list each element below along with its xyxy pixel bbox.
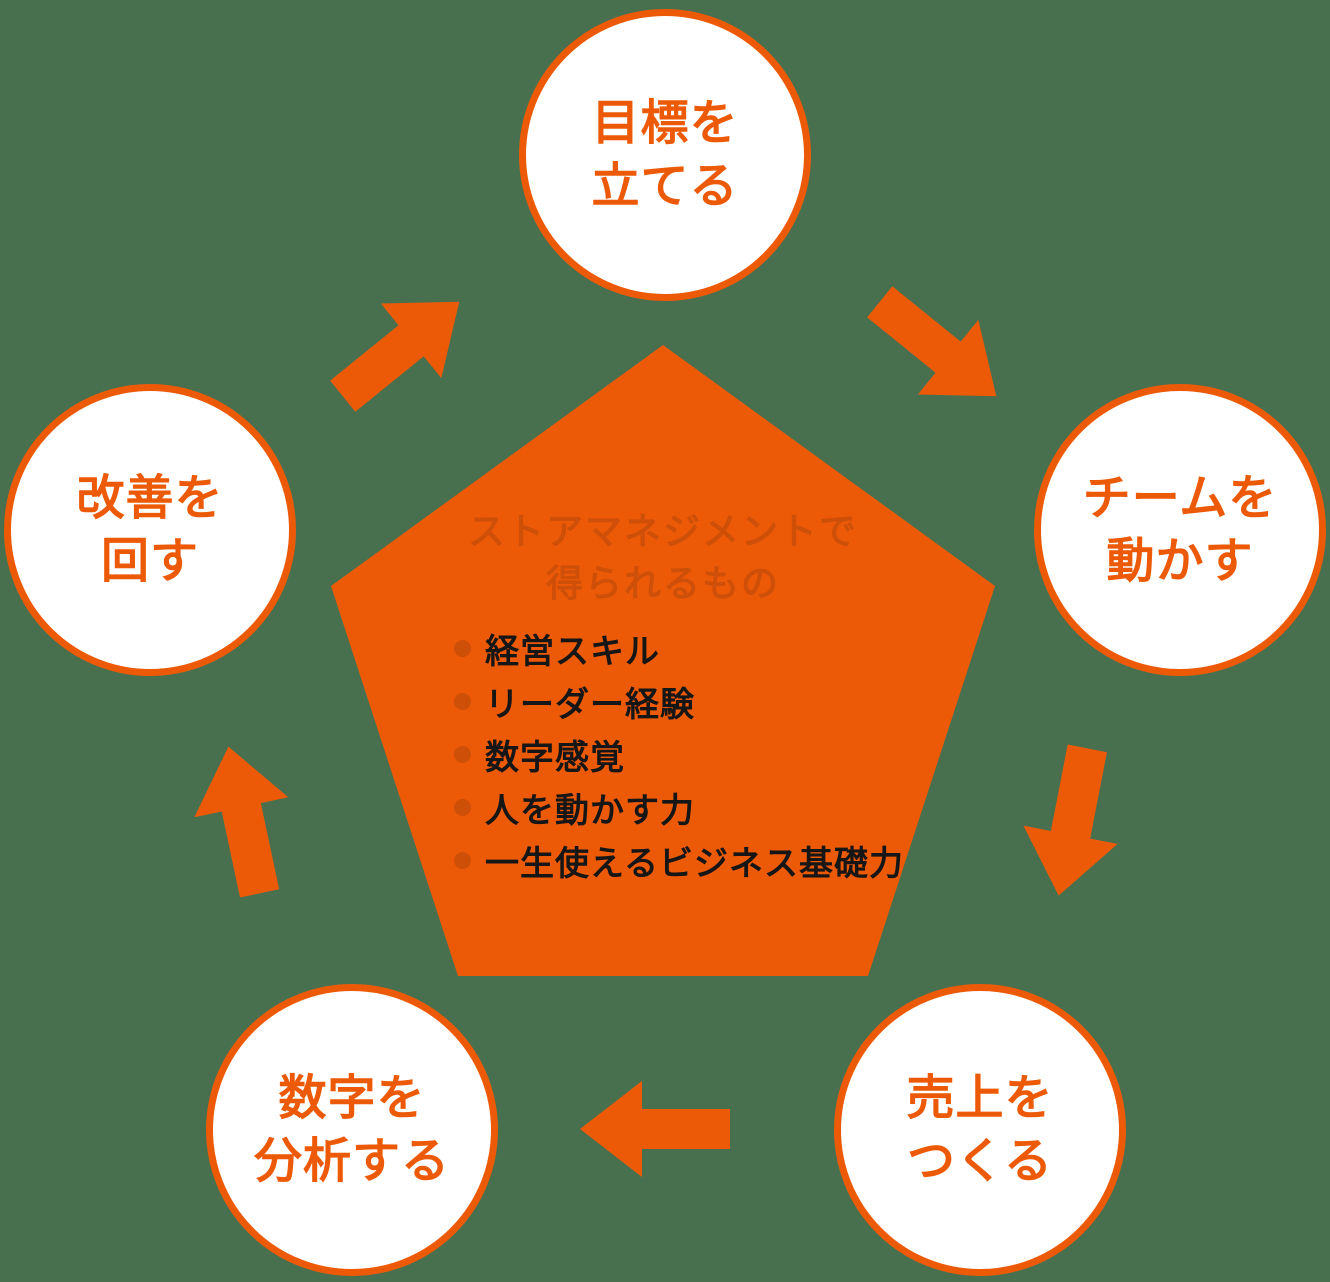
bullet-icon [454, 852, 471, 869]
step-label: 改善を回す [76, 467, 223, 593]
bullet-icon [454, 799, 471, 816]
step-label-line1: 目標を [591, 97, 739, 150]
arrow-right-to-bottom-right-icon [1011, 739, 1135, 905]
pentagon-title-line2: 得られるもの [546, 563, 780, 604]
bullet-icon [454, 693, 471, 710]
step-label: 売上をつくる [906, 1067, 1053, 1193]
step-label-line2: つくる [906, 1135, 1054, 1188]
benefit-item: 一生使えるビジネス基礎力 [454, 834, 904, 887]
arrow-bottom-left-to-left-icon [181, 736, 307, 904]
pentagon-title: ストアマネジメントで 得られるもの [313, 506, 1013, 610]
step-circle-set-goals: 目標を立てる [519, 9, 811, 301]
step-label-line1: 改善を [76, 472, 224, 525]
arrow-bottom-right-to-bottom-left-icon [580, 1081, 730, 1177]
pentagon-shape [331, 345, 995, 976]
bullet-icon [454, 746, 471, 763]
step-circle-run-improvements: 改善を回す [4, 384, 296, 676]
benefit-label: 人を動かす力 [485, 792, 695, 830]
step-label-line1: 数字を [278, 1072, 426, 1125]
benefit-label: 一生使えるビジネス基礎力 [485, 845, 904, 883]
benefit-item: 経営スキル [454, 622, 904, 675]
step-circle-create-sales: 売上をつくる [834, 984, 1126, 1276]
step-label-line1: 売上を [906, 1072, 1054, 1125]
benefit-label: 数字感覚 [485, 739, 625, 777]
step-label-line2: 回す [100, 535, 199, 588]
arrow-left-to-top-icon [312, 264, 490, 434]
benefit-item: 人を動かす力 [454, 781, 904, 834]
step-circle-move-team: チームを動かす [1034, 384, 1326, 676]
step-label: チームを動かす [1083, 467, 1278, 593]
benefit-item: リーダー経験 [454, 675, 904, 728]
benefit-label: リーダー経験 [485, 686, 695, 724]
step-circle-analyze-numbers: 数字を分析する [206, 984, 498, 1276]
benefit-item: 数字感覚 [454, 728, 904, 781]
pentagon-title-line1: ストアマネジメントで [468, 511, 858, 552]
step-label-line2: 分析する [253, 1135, 450, 1188]
step-label: 数字を分析する [254, 1067, 450, 1193]
bullet-icon [454, 640, 471, 657]
step-label-line2: 立てる [591, 160, 739, 213]
arrow-top-to-right-icon [849, 264, 1027, 434]
step-label: 目標を立てる [591, 92, 738, 218]
benefit-list: 経営スキル リーダー経験 数字感覚 人を動かす力 一生使えるビジネス基礎力 [454, 622, 904, 887]
step-label-line2: 動かす [1106, 535, 1254, 588]
benefit-label: 経営スキル [485, 633, 660, 671]
step-label-line1: チームを [1082, 472, 1278, 525]
